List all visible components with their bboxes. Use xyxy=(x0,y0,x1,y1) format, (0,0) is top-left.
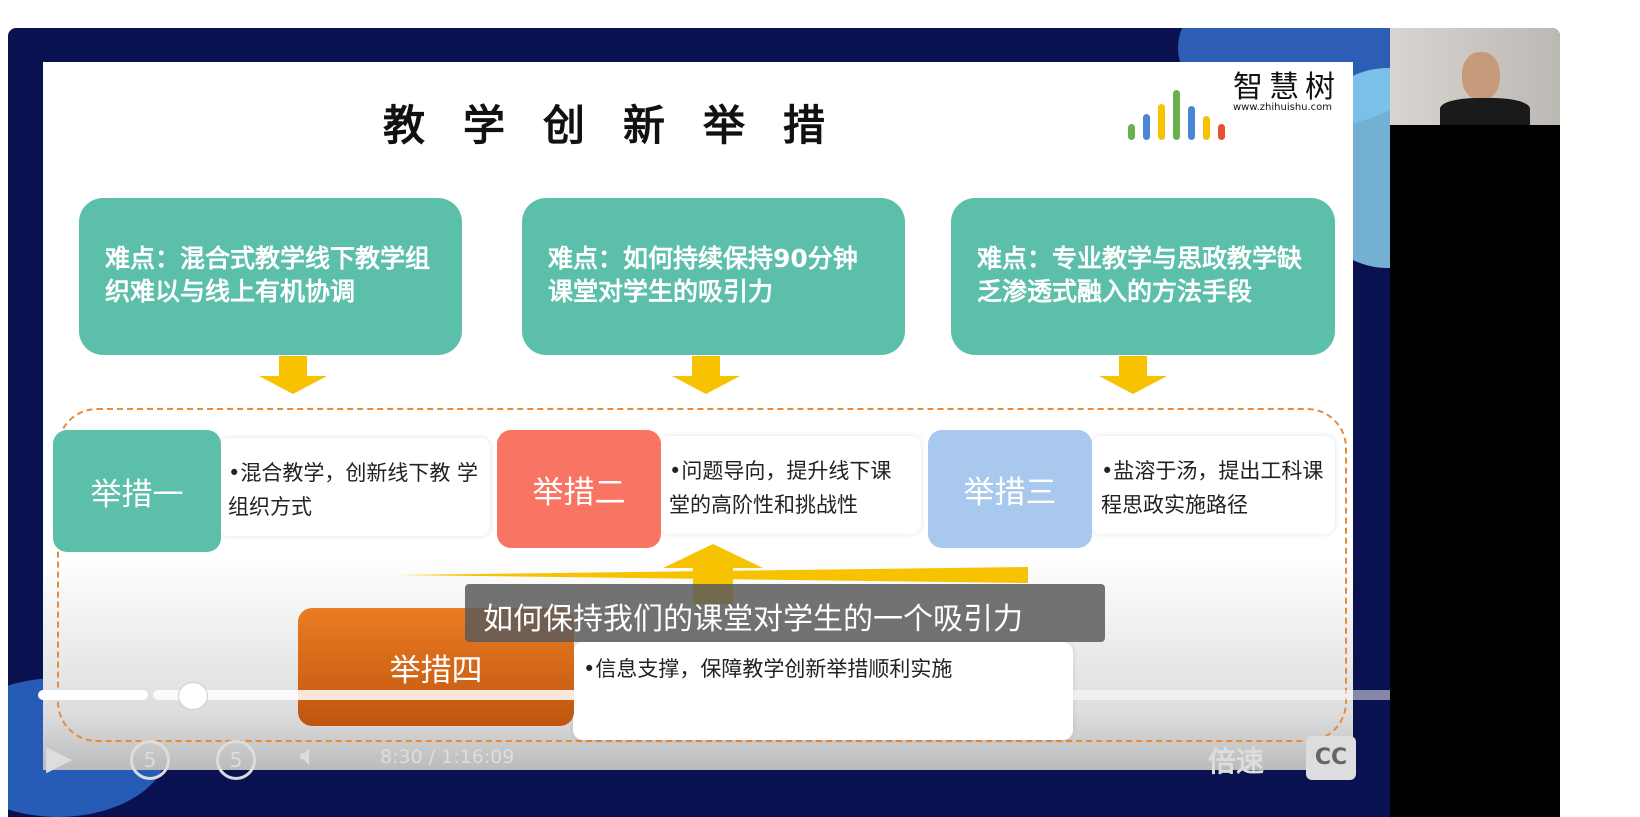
progress-played xyxy=(38,690,148,700)
measure-tag: 举措一 xyxy=(53,430,221,552)
logo-bar xyxy=(1143,114,1150,140)
video-player[interactable]: 教学创新举措 智慧树 www.zhihuishu.com 难点：混合式教学线下教… xyxy=(8,28,1560,817)
measure-desc: •盐溶于汤，提出工科课程思政实施路径 xyxy=(1091,436,1335,534)
progress-bar[interactable] xyxy=(38,690,1530,700)
measure-tag: 举措三 xyxy=(928,430,1092,548)
logo-bar xyxy=(1173,90,1180,140)
forward-5-button[interactable]: 5 xyxy=(216,740,256,780)
rewind-5-button[interactable]: 5 xyxy=(130,740,170,780)
logo-bar xyxy=(1158,104,1165,140)
slide: 教学创新举措 智慧树 www.zhihuishu.com 难点：混合式教学线下教… xyxy=(43,62,1353,770)
difficulty-card: 难点：如何持续保持90分钟 课堂对学生的吸引力 xyxy=(522,198,905,355)
measure-desc: •混合教学，创新线下教 学组织方式 xyxy=(218,438,490,536)
rewind-label: 5 xyxy=(143,748,157,772)
presenter-face xyxy=(1462,52,1500,100)
volume-icon[interactable]: 🔈︎ xyxy=(300,738,318,773)
play-button[interactable]: ▶ xyxy=(46,738,73,778)
webcam-feed xyxy=(1390,28,1560,125)
logo-bar xyxy=(1188,106,1195,140)
forward-label: 5 xyxy=(229,748,243,772)
logo-name: 智慧树 xyxy=(1233,70,1341,105)
slide-title: 教学创新举措 xyxy=(383,101,864,150)
measure-tag: 举措二 xyxy=(497,430,661,548)
logo-bar xyxy=(1128,124,1135,140)
logo-bar xyxy=(1203,116,1210,140)
presenter-body xyxy=(1440,98,1530,125)
seek-handle[interactable] xyxy=(178,682,208,710)
difficulty-card: 难点：专业教学与思政教学缺乏渗透式融入的方法手段 xyxy=(951,198,1335,355)
progress-track xyxy=(956,690,1406,700)
speed-button[interactable]: 倍速 xyxy=(1208,745,1265,778)
measures-frame xyxy=(57,408,1347,742)
logo-url: www.zhihuishu.com xyxy=(1233,102,1333,113)
webcam-background xyxy=(1390,125,1560,817)
measure-desc: •问题导向，提升线下课堂的高阶性和挑战性 xyxy=(659,436,921,534)
difficulty-card: 难点：混合式教学线下教学组织难以与线上有机协调 xyxy=(79,198,462,355)
subtitle-caption: 如何保持我们的课堂对学生的一个吸引力 xyxy=(465,584,1105,642)
progress-buffered xyxy=(153,690,953,700)
captions-button[interactable]: CC xyxy=(1306,736,1356,780)
time-display: 8:30 / 1:16:09 xyxy=(380,746,515,768)
logo-bar xyxy=(1218,124,1225,140)
zhihuishu-logo xyxy=(1128,90,1225,140)
